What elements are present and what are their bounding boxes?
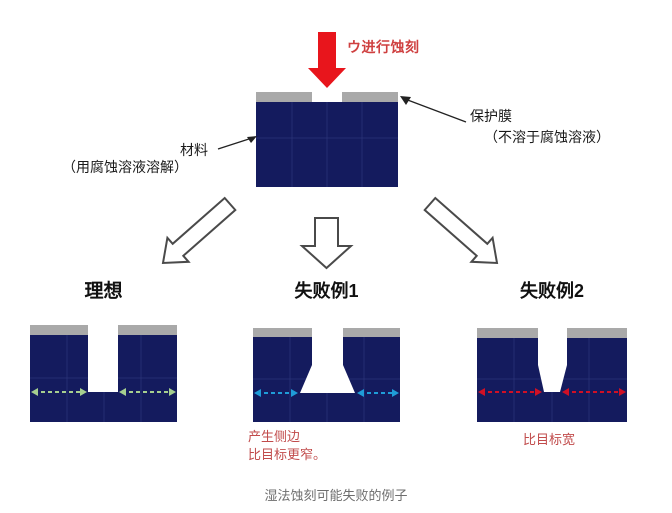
ideal-strip-left [30,325,88,335]
film-pointer-line [400,96,467,123]
etch-label: ウ进行蚀刻 [347,39,420,55]
etch-direction-arrow-icon [308,32,346,88]
fail1-width-arrows [254,389,399,397]
fail1-strip-right [343,328,400,337]
diagram-ideal [30,325,177,422]
ideal-width-arrows [31,388,176,396]
material-pointer-line [217,136,257,150]
resist-strip-left [256,92,312,102]
red-down-arrow-icon [308,32,346,88]
fail2-etched-notch [538,338,567,392]
title-fail2: 失败例2 [519,281,584,301]
fail2-strip-left [477,328,538,338]
branch-arrow-right-icon [423,196,499,265]
film-sublabel: （不溶于腐蚀溶液） [484,129,610,145]
title-fail1: 失败例1 [294,281,359,301]
branch-arrow-middle-icon [299,217,354,270]
material-sublabel: （用腐蚀溶液溶解） [62,159,188,175]
fail2-width-arrows [478,388,626,396]
material-label: 材料 [180,142,208,158]
fail1-etched-notch [300,337,355,393]
diagram-fail1 [253,328,400,422]
fail1-note-line2: 比目标更窄。 [248,446,327,462]
title-ideal: 理想 [84,281,123,302]
resist-strip-right [342,92,398,102]
top-material-block [256,92,398,187]
fail2-note: 比目标宽 [523,432,576,447]
branch-arrow-left-icon [161,196,237,265]
fail1-note-line1: 产生侧边 [248,429,301,444]
ideal-etched-notch [88,335,118,392]
material-gridlines [256,102,398,187]
figure-caption: 湿法蚀刻可能失败的例子 [264,488,408,503]
film-label: 保护膜 [470,108,512,124]
ideal-strip-right [118,325,177,335]
branch-arrows [161,196,499,270]
fail1-note: 产生侧边 比目标更窄。 [248,428,326,463]
fail1-strip-left [253,328,312,337]
diagram-fail2 [477,328,627,422]
fail2-strip-right [567,328,627,338]
